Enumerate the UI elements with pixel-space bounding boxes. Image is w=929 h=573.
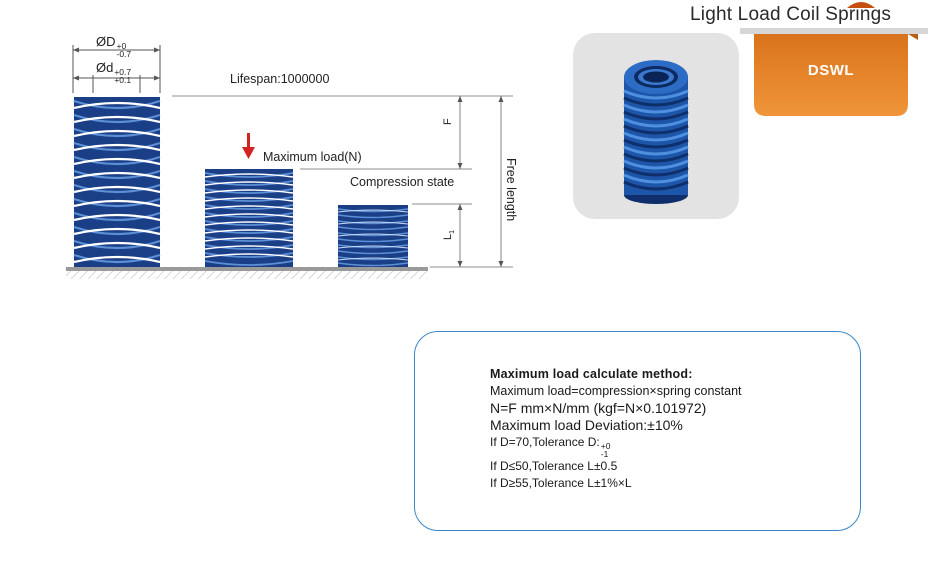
ground-line: [66, 267, 428, 271]
product-code-badge: [740, 28, 928, 116]
calculation-info-text: Maximum load calculate method: Maximum l…: [490, 366, 742, 492]
free-length-label: Free length: [504, 158, 518, 222]
outer-diameter-label: ØD+0-0.7: [96, 34, 132, 59]
ground-hatch: [66, 271, 428, 279]
inner-diameter-label: Ød+0.7+0.1: [96, 60, 132, 85]
calculation-info-box: [414, 331, 861, 531]
product-code: DSWL: [807, 62, 855, 79]
product-title: Light Load Coil Springs: [690, 4, 892, 25]
max-load-label: Maximum load(N): [263, 150, 362, 164]
spring-photo-icon: [623, 60, 689, 204]
info-line-6: If D≥55,Tolerance L±1%×L: [490, 476, 632, 490]
info-heading: Maximum load calculate method:: [490, 367, 693, 381]
info-line-3: Maximum load Deviation:±10%: [490, 417, 683, 433]
info-line-4: If D=70,Tolerance D:+0-1: [490, 435, 611, 459]
info-line-5: If D≤50,Tolerance L±0.5: [490, 459, 618, 473]
F-dimension-label: F: [442, 118, 454, 125]
load-arrow-icon: [242, 133, 255, 159]
L1-dimension-label: L1: [442, 229, 457, 240]
info-line-1: Maximum load=compression×spring constant: [490, 384, 742, 398]
loaded-spring: [204, 169, 294, 267]
badge-ribbon-icon: [847, 2, 875, 8]
compressed-spring: [337, 205, 409, 267]
info-line-2: N=F mm×N/mm (kgf=N×0.101972): [490, 400, 707, 416]
free-spring: [73, 97, 161, 267]
spring-diagram: [66, 45, 513, 279]
product-photo: [573, 33, 739, 219]
lifespan-label: Lifespan:1000000: [230, 72, 330, 86]
compression-state-label: Compression state: [350, 175, 455, 189]
